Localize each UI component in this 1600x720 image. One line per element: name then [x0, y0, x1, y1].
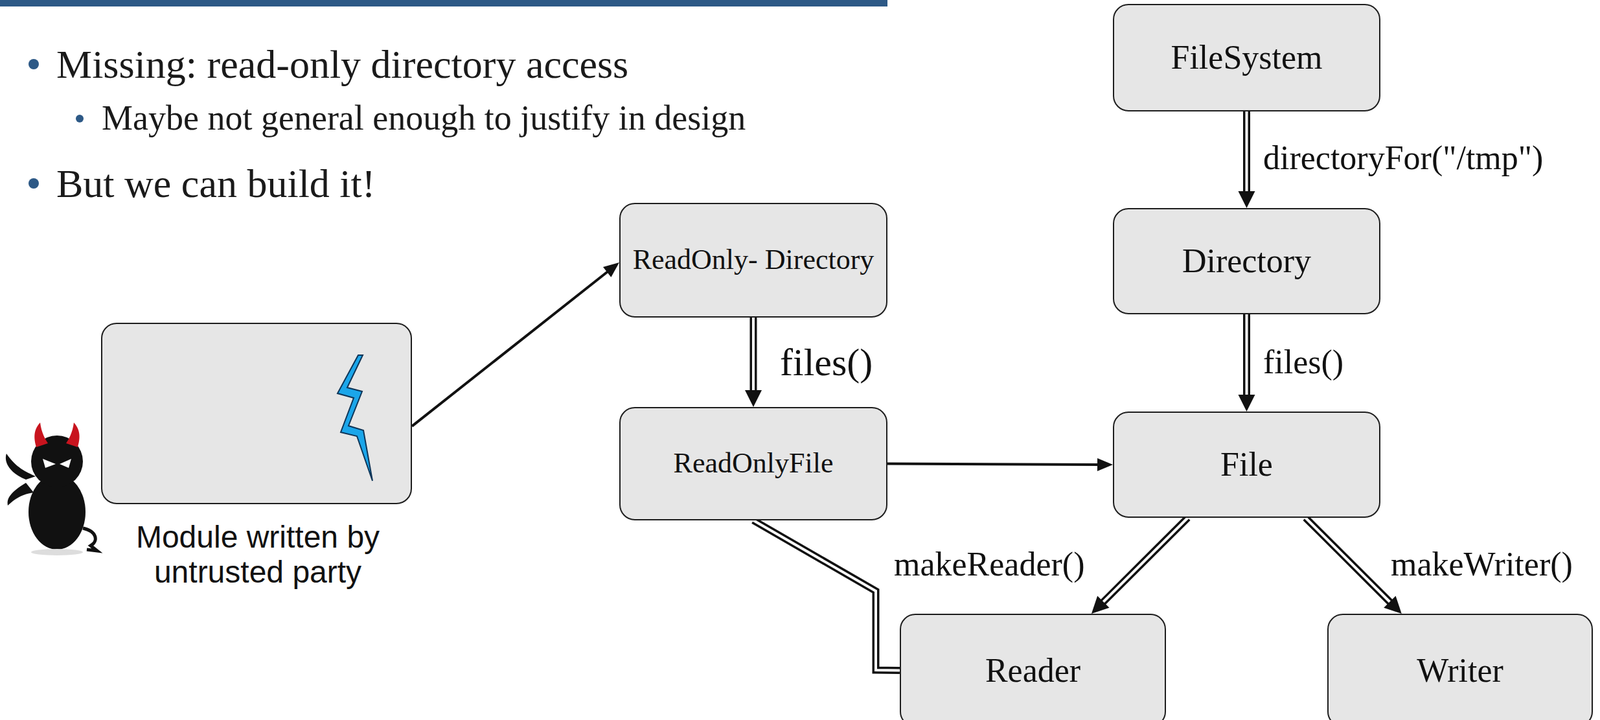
arrow-line-gap	[1245, 314, 1249, 397]
class-box: Writer	[1327, 613, 1593, 720]
arrow-head	[603, 262, 620, 278]
arrow-line-gap	[1101, 517, 1188, 604]
class-name: Writer	[1416, 651, 1504, 690]
arrow-line-gap	[753, 520, 900, 671]
class-name: Directory	[1182, 241, 1312, 281]
bullet-dot	[28, 58, 39, 70]
arrow-line	[1305, 517, 1391, 604]
arrow-line-gap	[752, 317, 755, 392]
arrow-line	[1243, 314, 1251, 397]
class-box: ReadOnly- Directory	[619, 202, 888, 318]
bullet-text: Maybe not general enough to justify in d…	[101, 99, 746, 138]
method-label: files()	[1260, 343, 1347, 381]
arrow-line	[1101, 517, 1188, 604]
class-name: File	[1220, 445, 1273, 484]
arrow-line	[753, 520, 900, 671]
class-name: Reader	[985, 651, 1081, 690]
arrow-head	[1091, 595, 1110, 614]
class-box: ReadOnlyFile	[619, 406, 888, 521]
module-box: Module written by untrusted party	[101, 322, 412, 504]
double-arrow	[1238, 111, 1256, 208]
class-box: Reader	[899, 613, 1166, 720]
class-box: FileSystem	[1112, 3, 1381, 112]
method-label: directoryFor("/tmp")	[1260, 139, 1546, 177]
devil-figure	[5, 422, 98, 556]
arrow-line	[750, 317, 758, 392]
method-label: files()	[777, 340, 876, 384]
arrow-line	[1243, 111, 1251, 194]
class-box: File	[1112, 411, 1381, 518]
class-name: ReadOnly- Directory	[632, 243, 875, 277]
method-label: makeReader()	[891, 545, 1087, 583]
bullet-dot	[28, 178, 39, 189]
module-caption: Module written by untrusted party	[102, 519, 414, 590]
arrow-head	[1383, 595, 1402, 614]
arrow-head	[1097, 457, 1113, 471]
arrow-line	[887, 463, 1100, 465]
class-name: FileSystem	[1170, 38, 1323, 78]
arrow-head	[744, 389, 762, 407]
arrow-line-gap	[1245, 111, 1249, 194]
arrow	[887, 457, 1113, 471]
illustration-layer	[0, 0, 454, 571]
arrow-head	[1238, 191, 1256, 208]
bullet-text: But we can build it!	[56, 161, 376, 206]
arrow-head	[1238, 394, 1256, 412]
double-arrow	[744, 317, 762, 407]
bullet-dot	[75, 114, 84, 123]
arrow-line	[411, 270, 609, 427]
double-arrow	[753, 520, 900, 671]
arrow	[411, 262, 620, 427]
bullet-text: Missing: read-only directory access	[56, 42, 629, 87]
arrow-line-gap	[1305, 517, 1391, 604]
class-box: Directory	[1112, 207, 1381, 315]
class-name: ReadOnlyFile	[673, 446, 834, 480]
title-bar	[0, 0, 888, 7]
method-label: makeWriter()	[1388, 545, 1576, 583]
double-arrow	[1238, 314, 1256, 412]
double-arrow	[1091, 517, 1189, 614]
double-arrow	[1305, 517, 1402, 614]
